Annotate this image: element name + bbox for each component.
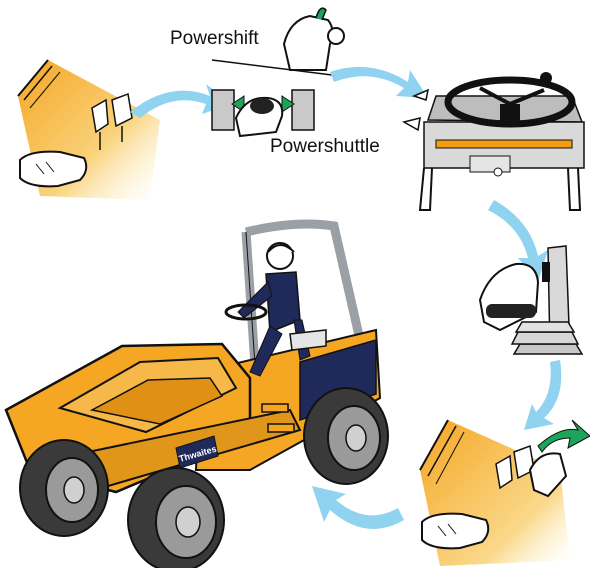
step-steering-console xyxy=(402,72,585,211)
flow-arrow-4 xyxy=(524,360,562,430)
pedal-icon xyxy=(91,92,133,150)
hand-on-brake-icon xyxy=(478,262,540,332)
brand-logo: Thwaites xyxy=(175,435,219,469)
step-seat-pedal-panel xyxy=(17,59,160,200)
step-pedal-release xyxy=(419,419,590,566)
divider-line xyxy=(211,59,341,77)
flow-arrow-1 xyxy=(130,84,232,118)
flow-arrow-2 xyxy=(330,66,428,98)
step-gear-select xyxy=(211,7,345,138)
shuttle-panel-right xyxy=(291,89,315,131)
flow-arrow-5 xyxy=(312,486,404,529)
curved-arrow-icon xyxy=(537,419,590,453)
steering-wheel-icon xyxy=(444,72,576,128)
hand-icon xyxy=(282,7,345,71)
operator-icon xyxy=(237,242,327,377)
boot-icon xyxy=(421,512,490,550)
arrow-right-icon xyxy=(281,95,295,113)
hand-on-lever-icon xyxy=(234,96,284,138)
flow-arrow-3 xyxy=(488,200,548,282)
steering-wheel-icon xyxy=(224,303,268,321)
boot-icon xyxy=(19,150,88,188)
site-dumper-icon: Thwaites xyxy=(4,219,389,568)
wheel-rear-right xyxy=(303,387,389,485)
step-brake-lever xyxy=(478,245,584,355)
powershuttle-label: Powershuttle xyxy=(270,136,380,157)
pointer-icon xyxy=(402,116,421,132)
wheel-front-right xyxy=(127,467,225,568)
shuttle-panel-left xyxy=(211,89,235,131)
hand-icon xyxy=(528,452,568,498)
powershift-label: Powershift xyxy=(170,28,259,49)
wheel-front-left xyxy=(19,439,109,537)
pointer-icon xyxy=(411,88,430,101)
